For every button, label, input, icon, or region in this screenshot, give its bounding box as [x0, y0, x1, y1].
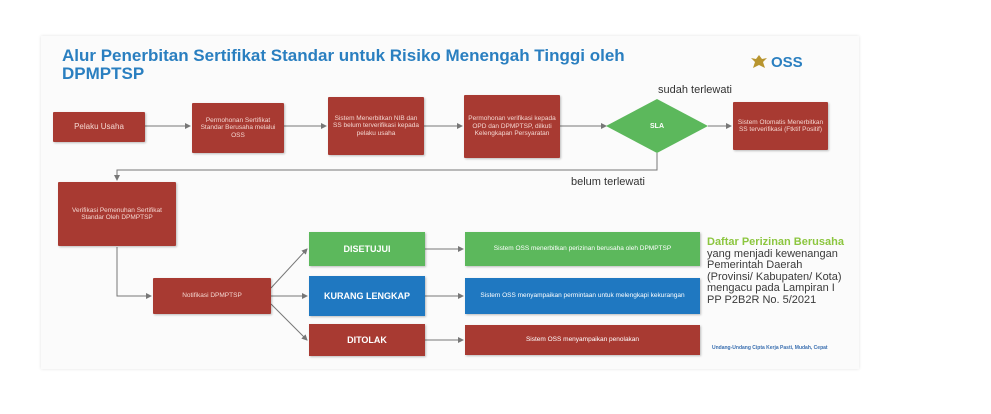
node-permohonan-sertifikat: Permohonan Sertifikat Standar Berusaha m…	[192, 103, 284, 153]
uu-cipta-kerja-footer: Undang-Undang Cipta Kerja Pasti, Mudah, …	[712, 345, 828, 351]
node-kurang-lengkap: KURANG LENGKAP	[309, 276, 425, 316]
node-out-kurang: Sistem OSS menyampaikan permintaan untuk…	[465, 278, 700, 314]
node-out-disetujui: Sistem OSS menerbitkan perizinan berusah…	[465, 232, 700, 266]
node-notifikasi: Notifikasi DPMPTSP	[153, 278, 271, 314]
node-ditolak: DITOLAK	[309, 324, 425, 356]
node-out-ditolak: Sistem OSS menyampaikan penolakan	[465, 325, 700, 355]
node-sistem-nib: Sistem Menerbitkan NIB dan SS belum terv…	[328, 97, 424, 155]
node-verifikasi: Verifikasi Pemenuhan Sertifikat Standar …	[58, 182, 176, 246]
diagram-title: Alur Penerbitan Sertifikat Standar untuk…	[62, 46, 625, 83]
node-sistem-otomatis: Sistem Otomatis Menerbitkan SS terverifi…	[733, 102, 828, 150]
garuda-emblem-icon	[751, 55, 767, 68]
logo-text: OSS	[771, 53, 803, 71]
oss-logo: OSS	[750, 53, 803, 71]
node-sla-label: SLA	[650, 122, 664, 130]
note-text: yang menjadi kewenangan Pemerintah Daera…	[707, 247, 842, 306]
regulation-note: Daftar Perizinan Berusaha yang menjadi k…	[707, 236, 847, 306]
node-disetujui: DISETUJUI	[309, 232, 425, 266]
sla-diamond	[606, 99, 708, 153]
node-pelaku-usaha: Pelaku Usaha	[53, 112, 145, 142]
node-permohonan-verifikasi: Permohonan verifikasi kepada OPD dan DPM…	[464, 95, 560, 158]
label-belum-terlewati: belum terlewati	[571, 176, 645, 188]
note-highlight: Daftar Perizinan Berusaha	[707, 236, 844, 248]
label-sudah-terlewati: sudah terlewati	[658, 84, 732, 96]
